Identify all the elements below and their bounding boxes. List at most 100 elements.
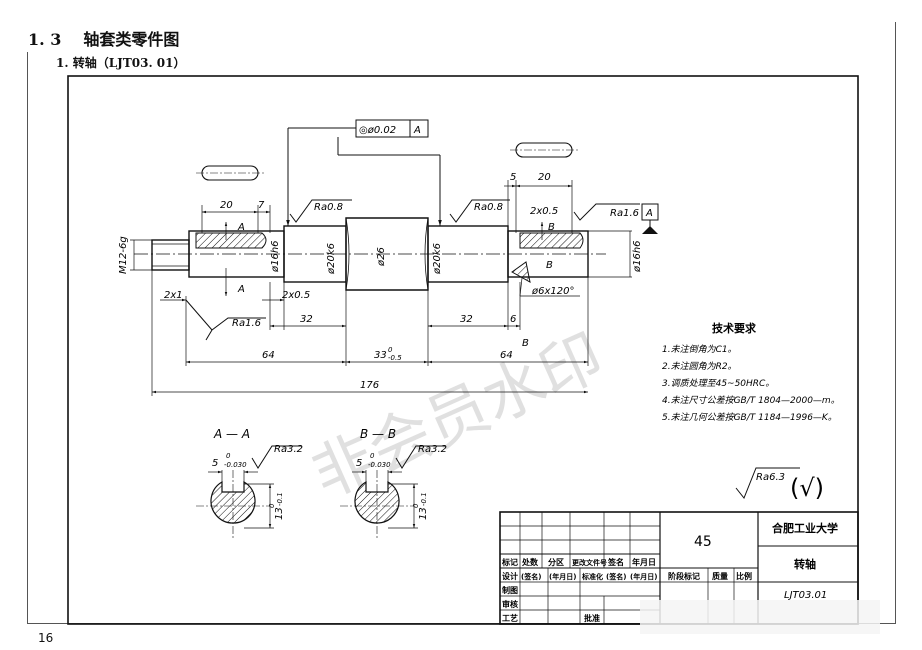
section-marker-b-mid: B bbox=[546, 260, 553, 271]
tb-row2-cell: 标准化 bbox=[581, 572, 603, 581]
tb-material: 45 bbox=[694, 534, 712, 550]
diameter-labels: M12-6g ø16h6 ø20k6 ø26 ø20k6 ø16h6 bbox=[118, 236, 643, 275]
tech-requirements: 技术要求 1.未注倒角为C1。 2.未注圆角为R2。 3.调质处理至45~50H… bbox=[662, 321, 840, 423]
tb-row1-cell: 更改文件号 bbox=[572, 558, 607, 567]
tb-approve-label: 批准 bbox=[584, 613, 600, 623]
tech-req-title: 技术要求 bbox=[712, 321, 757, 335]
top-dim-text: 20 7 5 20 A B B 2x0.5 bbox=[220, 172, 558, 271]
dim-64-right: 64 bbox=[500, 350, 513, 361]
dia-left: ø16h6 bbox=[270, 240, 281, 273]
keyway-left bbox=[195, 232, 267, 249]
title-block-text: 标记 处数 分区 更改文件号 签名 年月日 设计 (签名) (年月日) 标准化 … bbox=[501, 557, 752, 623]
section-marker-b-bottom: B bbox=[522, 338, 529, 349]
section-a-depth: 13 bbox=[274, 507, 285, 520]
bottom-dim-text: 2x1 2x0.5 A ø6x120° 32 32 6 B 64 33 0 -0… bbox=[164, 284, 575, 391]
section-b-key-tol-top: 0 bbox=[370, 452, 375, 460]
section-number: 1. 3 bbox=[28, 30, 62, 49]
dia-mid-right: ø20k6 bbox=[432, 243, 443, 275]
geo-tolerance-value: ◎ø0.02 bbox=[359, 125, 396, 136]
section-marker-a-top: A bbox=[237, 222, 245, 233]
keyway-right bbox=[519, 232, 584, 249]
section-b-title: B — B bbox=[360, 427, 396, 441]
pin-hole bbox=[511, 261, 531, 283]
tb-row1-cell: 处数 bbox=[521, 557, 539, 567]
chamfer-left-groove: 2x0.5 bbox=[282, 290, 310, 301]
dim-33-tol: -0.5 bbox=[388, 354, 402, 362]
sub-heading: 1. 转轴（LJT03. 01） bbox=[56, 56, 186, 70]
dia-mid-left: ø20k6 bbox=[326, 243, 337, 275]
section-b-text: 5 0 -0.030 Ra3.2 13 0 -0.1 bbox=[356, 444, 447, 520]
tech-req-item: 1.未注倒角为C1。 bbox=[662, 344, 737, 355]
section-b-depth-tol-top: 0 bbox=[412, 503, 420, 508]
tb-row2-cell: (签名) bbox=[521, 572, 541, 581]
dim-176: 176 bbox=[360, 380, 379, 391]
datum-a-label: A bbox=[645, 208, 653, 219]
roughness-right-end: Ra1.6 bbox=[610, 208, 639, 219]
tb-scale-label: 比例 bbox=[736, 571, 752, 581]
tb-row1-cell: 标记 bbox=[501, 557, 518, 567]
section-a-key-tol: -0.030 bbox=[224, 461, 247, 469]
tb-row1-cell: 分区 bbox=[548, 557, 564, 567]
tech-req-item: 2.未注圆角为R2。 bbox=[662, 361, 737, 372]
dim-20-left: 20 bbox=[220, 200, 233, 211]
section-b-drawing bbox=[340, 445, 446, 540]
roughness-general: Ra6.3 bbox=[756, 472, 785, 483]
tb-row1-cell: 年月日 bbox=[632, 557, 656, 567]
section-marker-b-top: B bbox=[548, 222, 555, 233]
tb-part-code: LJT03.01 bbox=[784, 590, 827, 601]
datum-a bbox=[641, 203, 659, 234]
key-view-right bbox=[510, 142, 578, 158]
section-a-title: A — A bbox=[213, 427, 250, 441]
tb-row2-cell: (年月日) bbox=[549, 572, 576, 581]
chamfer-left: 2x1 bbox=[164, 290, 183, 301]
tb-row2-cell: (年月日) bbox=[630, 572, 657, 581]
tech-req-item: 4.未注尺寸公差按GB/T 1804—2000—m。 bbox=[662, 395, 840, 406]
section-heading: 1. 3 轴套类零件图 bbox=[28, 26, 179, 50]
geo-tolerance-frame bbox=[286, 119, 442, 226]
section-b-roughness: Ra3.2 bbox=[418, 444, 447, 455]
tb-stage-label: 阶段标记 bbox=[668, 571, 700, 581]
thread-label: M12-6g bbox=[118, 236, 129, 274]
tech-req-item: 5.未注几何公差按GB/T 1184—1996—K。 bbox=[662, 412, 837, 423]
dim-32-right: 32 bbox=[460, 314, 473, 325]
tb-process-label: 工艺 bbox=[502, 613, 518, 623]
corner-blur bbox=[640, 600, 880, 634]
pin-hole-label: ø6x120° bbox=[531, 286, 575, 297]
section-b-key-width: 5 bbox=[356, 458, 362, 469]
top-dim-lines bbox=[201, 180, 573, 240]
tb-check-label: 审核 bbox=[502, 599, 518, 609]
right-margin-rule bbox=[895, 22, 896, 624]
dim-33: 33 bbox=[374, 350, 387, 361]
dim-64-left: 64 bbox=[262, 350, 275, 361]
chamfer-right-groove: 2x0.5 bbox=[530, 206, 558, 217]
drawing-frame bbox=[67, 75, 859, 625]
section-a-depth-tol: -0.1 bbox=[276, 492, 284, 506]
diameter-dim-lines bbox=[130, 230, 632, 278]
dia-right: ø16h6 bbox=[632, 240, 643, 273]
section-a-key-width: 5 bbox=[212, 458, 218, 469]
roughness-right-journal: Ra0.8 bbox=[474, 202, 503, 213]
section-a-key-tol-top: 0 bbox=[226, 452, 231, 460]
tb-row2-cell: (签名) bbox=[606, 572, 626, 581]
general-roughness-mark: (√) bbox=[790, 474, 824, 502]
tech-req-item: 3.调质处理至45~50HRC。 bbox=[662, 378, 774, 389]
dim-32-left: 32 bbox=[300, 314, 313, 325]
geo-tolerance-datum: A bbox=[413, 125, 421, 136]
left-margin-rule bbox=[27, 52, 28, 624]
dim-6: 6 bbox=[510, 314, 516, 325]
section-a-depth-tol-top: 0 bbox=[268, 503, 276, 508]
section-b-key-tol: -0.030 bbox=[368, 461, 391, 469]
dim-7: 7 bbox=[258, 200, 265, 211]
dim-5: 5 bbox=[510, 172, 516, 183]
bottom-dim-lines bbox=[151, 268, 589, 396]
tb-mass-label: 质量 bbox=[712, 571, 728, 581]
dim-33-tol-top: 0 bbox=[388, 346, 393, 354]
roughness-symbols bbox=[185, 199, 800, 499]
section-title: 轴套类零件图 bbox=[83, 30, 180, 49]
roughness-left-bottom: Ra1.6 bbox=[232, 318, 261, 329]
roughness-left-journal: Ra0.8 bbox=[314, 202, 343, 213]
section-a-roughness: Ra3.2 bbox=[274, 444, 303, 455]
page-number: 16 bbox=[38, 631, 54, 645]
tb-school: 合肥工业大学 bbox=[772, 521, 838, 535]
